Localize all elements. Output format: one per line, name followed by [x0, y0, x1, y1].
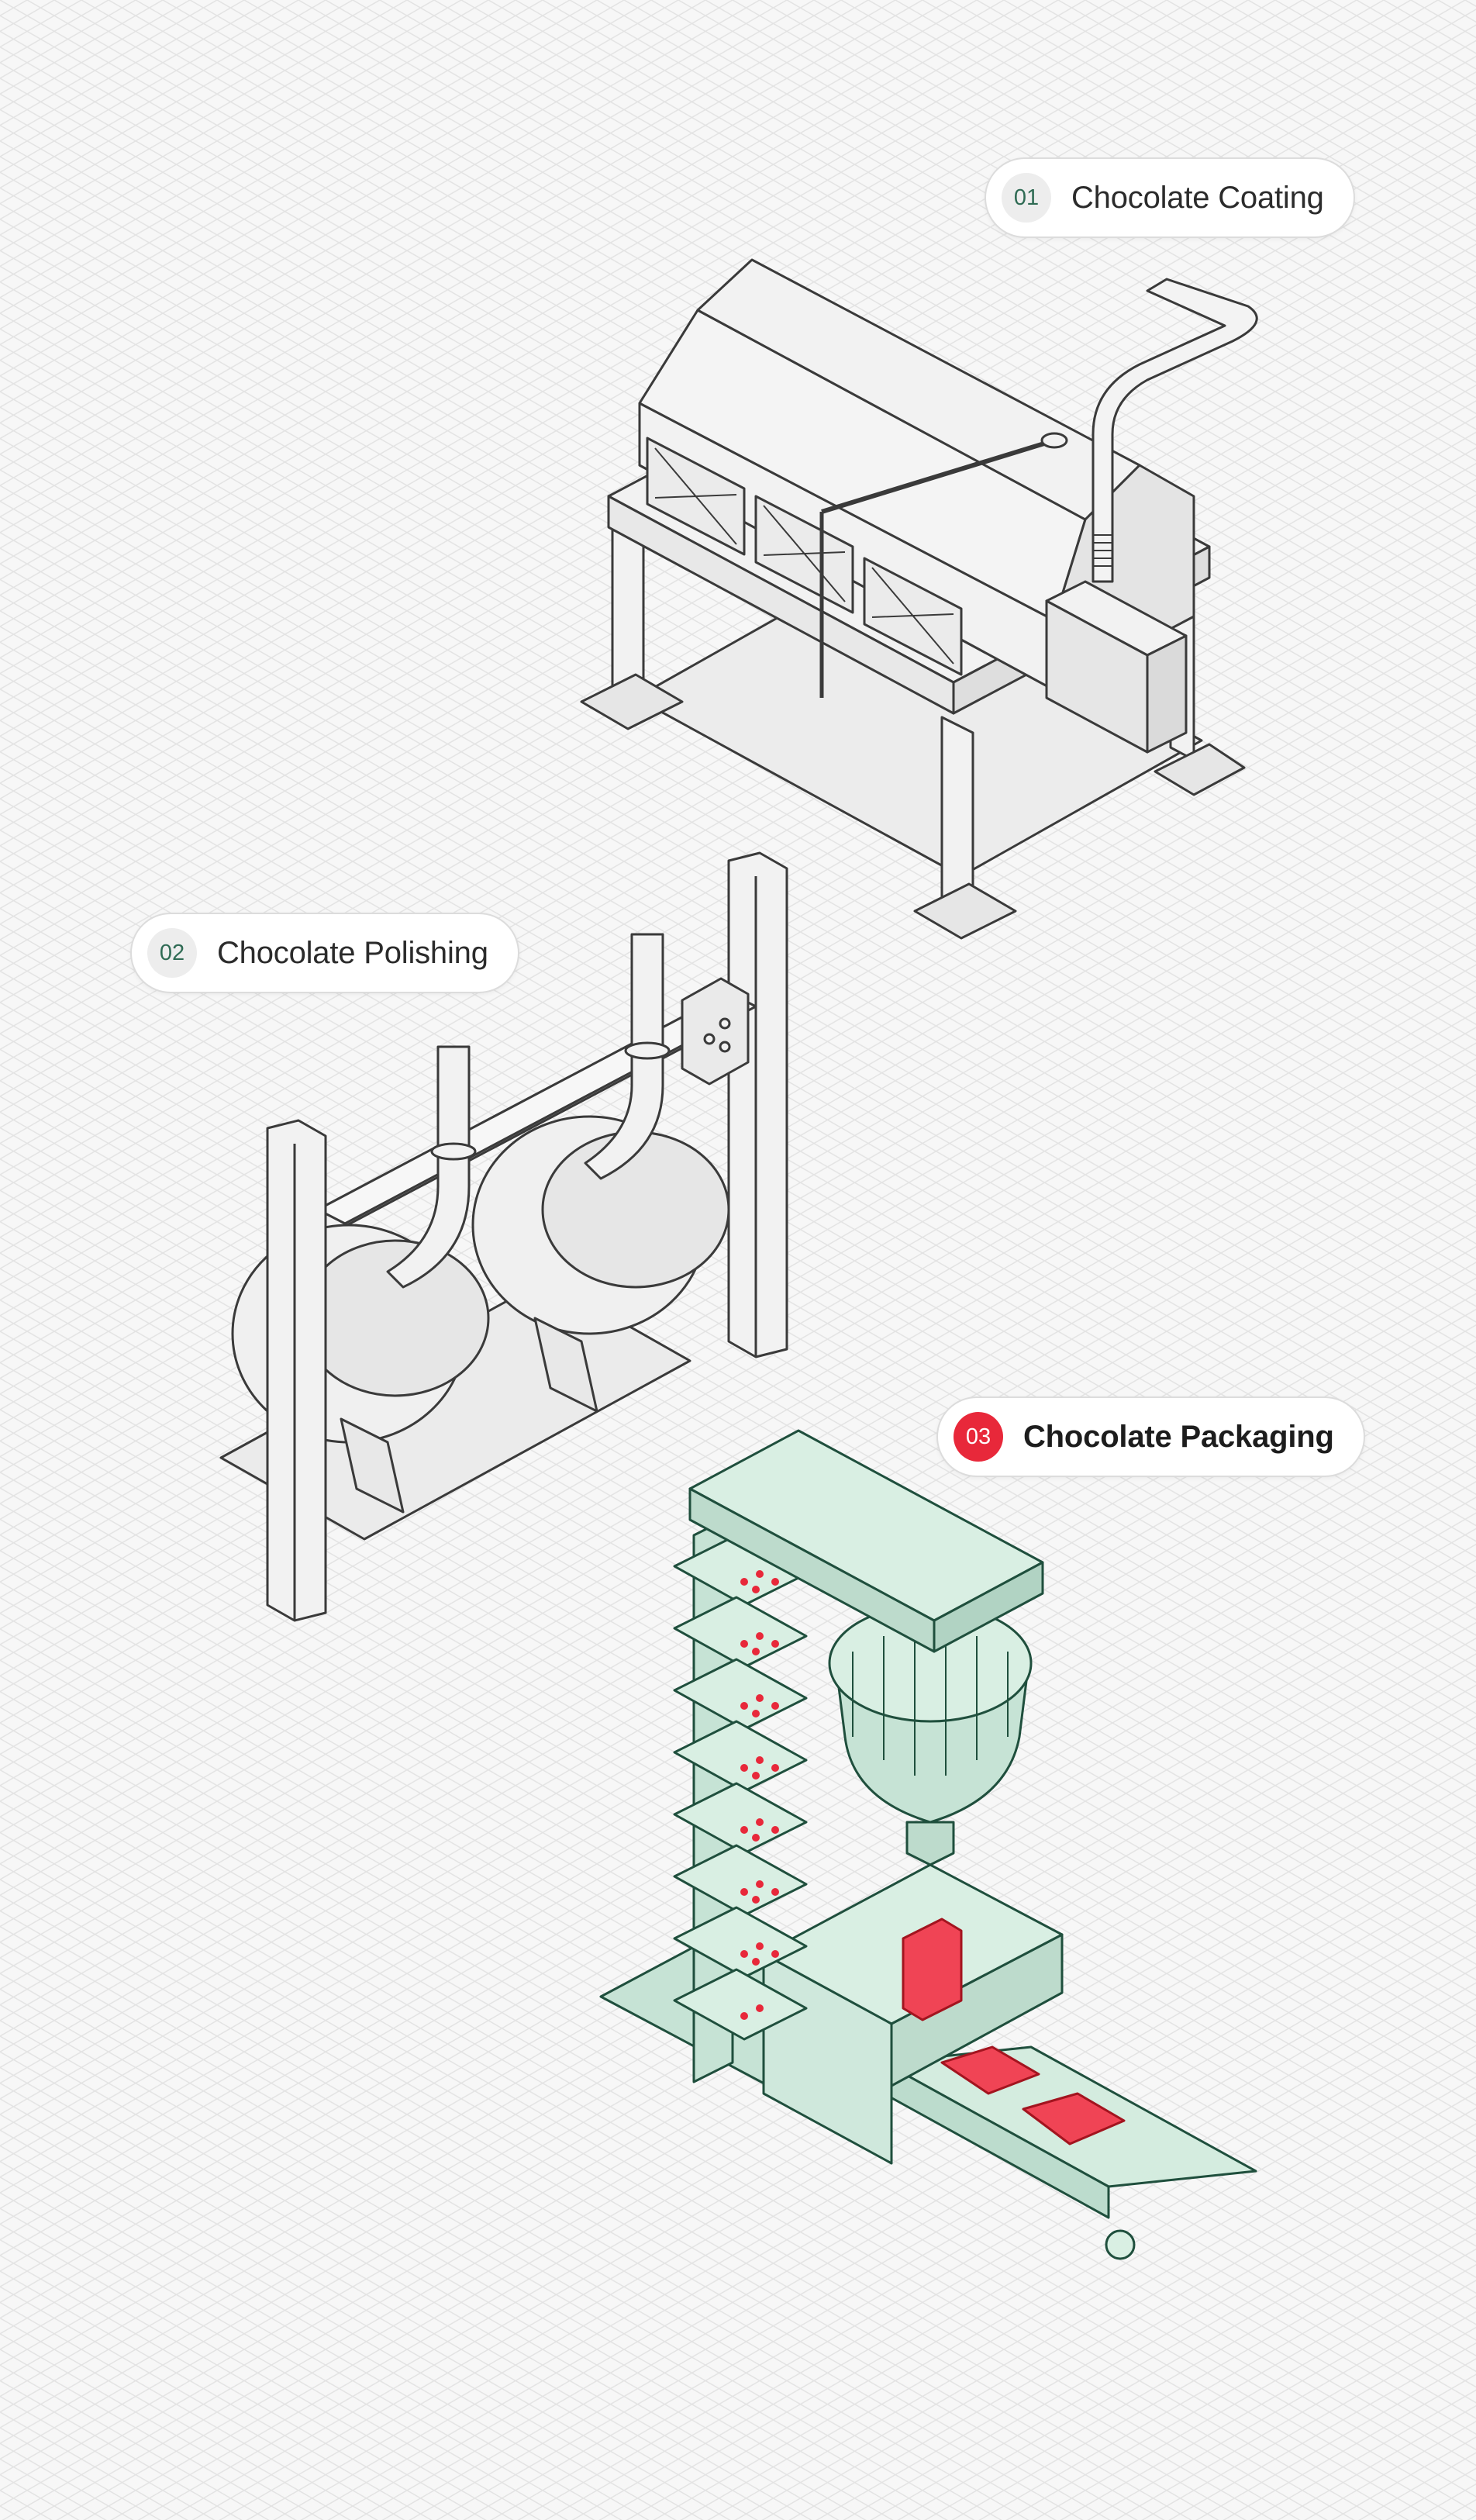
step-number-badge: 02 [147, 928, 197, 978]
step-chocolate-polishing[interactable]: 02 Chocolate Polishing [130, 913, 519, 993]
step-label: Chocolate Packaging [1023, 1419, 1334, 1454]
step-number-badge: 01 [1002, 173, 1051, 223]
polishing-machine-illustration [219, 851, 788, 1622]
step-chocolate-coating[interactable]: 01 Chocolate Coating [985, 157, 1355, 238]
packaging-machine-illustration [599, 1429, 1257, 2260]
step-chocolate-packaging[interactable]: 03 Chocolate Packaging [936, 1396, 1365, 1477]
step-label: Chocolate Polishing [217, 935, 488, 970]
step-number-badge: 03 [954, 1412, 1003, 1462]
step-label: Chocolate Coating [1071, 180, 1324, 215]
coating-machine-illustration [580, 258, 1258, 940]
